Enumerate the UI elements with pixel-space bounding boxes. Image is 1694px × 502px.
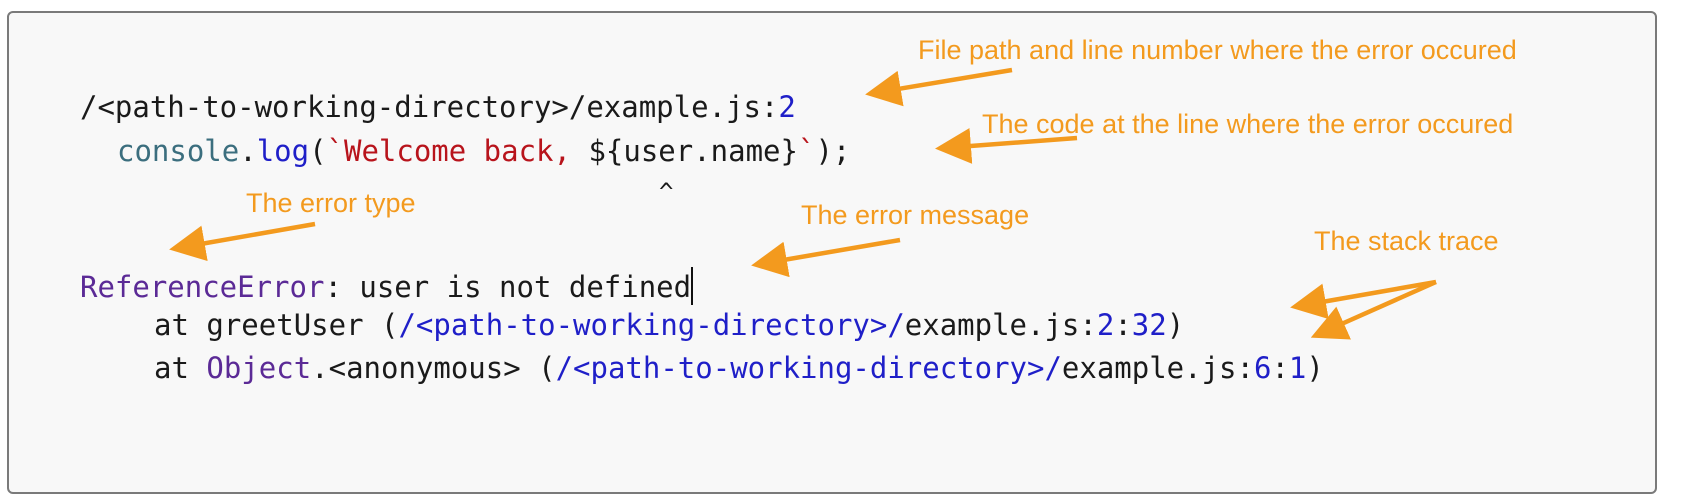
stack-column: 1 (1288, 351, 1307, 385)
stack-open-paren: ( (363, 308, 399, 342)
code-template-start: `Welcome back, (326, 134, 589, 168)
text-cursor (691, 267, 694, 305)
arrow-to-file-path (865, 67, 1013, 107)
arrow-to-stack-frame-1 (1290, 279, 1437, 320)
stack-function: greetUser (206, 308, 364, 342)
stack-frame-1: at greetUser (/<path-to-working-director… (154, 311, 1184, 340)
code-object: console (117, 134, 240, 168)
arrow-to-code-line (935, 128, 1078, 164)
arrow-to-error-message (751, 237, 901, 278)
error-line: ReferenceError: user is not defined (80, 267, 694, 305)
stack-frame-2: at Object.<anonymous> (/<path-to-working… (154, 354, 1324, 383)
source-code-line: console.log(`Welcome back, ${user.name}`… (117, 137, 850, 166)
error-position-caret: ^ (659, 178, 674, 206)
error-type: ReferenceError (80, 270, 325, 304)
error-message: : user is not defined (324, 270, 692, 304)
stack-at: at (154, 308, 207, 342)
file-path: /<path-to-working-directory>/example.js: (80, 90, 779, 124)
stack-colon: : (1114, 308, 1132, 342)
line-number: 2 (778, 90, 796, 124)
stack-path: /<path-to-working-directory>/ (398, 308, 905, 342)
stack-object: Object (206, 351, 312, 385)
stack-line: 2 (1096, 308, 1115, 342)
stack-open-paren: ( (520, 351, 556, 385)
stack-close-paren: ) (1306, 351, 1324, 385)
code-close: ); (815, 134, 851, 168)
annotation-stack-trace: The stack trace (1314, 226, 1499, 256)
stack-at: at (154, 351, 207, 385)
code-open-paren: ( (309, 134, 327, 168)
stack-close-paren: ) (1166, 308, 1185, 342)
stack-colon: : (1271, 351, 1289, 385)
annotation-error-message: The error message (801, 200, 1030, 230)
arrow-to-stack-frame-2 (1310, 279, 1437, 340)
arrow-to-error-type (169, 221, 316, 262)
stack-column: 32 (1131, 308, 1167, 342)
annotation-error-type: The error type (246, 188, 416, 218)
error-file-path-line: /<path-to-working-directory>/example.js:… (80, 93, 796, 122)
stack-line: 6 (1253, 351, 1272, 385)
stack-file: example.js: (1061, 351, 1254, 385)
annotation-code-line: The code at the line where the error occ… (982, 109, 1514, 139)
stack-file: example.js: (904, 308, 1097, 342)
stack-anonymous: .<anonymous> (311, 351, 521, 385)
stack-path: /<path-to-working-directory>/ (555, 351, 1062, 385)
annotation-file-path: File path and line number where the erro… (918, 35, 1517, 65)
code-template-end: ` (797, 134, 816, 168)
code-interpolation: ${user.name} (588, 134, 798, 168)
code-dot: . (239, 134, 257, 168)
code-method: log (256, 134, 310, 168)
